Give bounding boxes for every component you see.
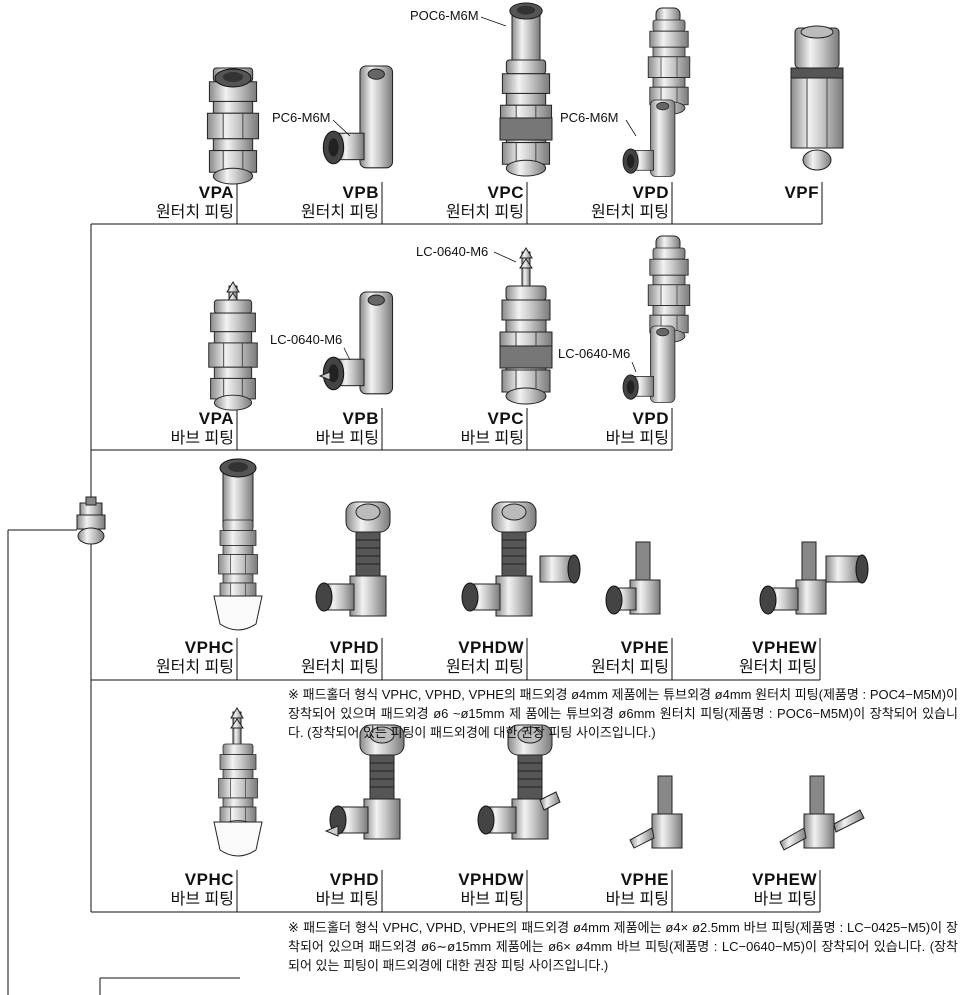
root-holder-icon bbox=[77, 497, 105, 544]
vpc-one-touch-icon bbox=[500, 3, 552, 176]
vpf-one-touch-icon bbox=[791, 26, 843, 170]
vphdw-barb-icon bbox=[478, 725, 560, 839]
vphc-one-touch-icon bbox=[214, 459, 262, 630]
callout-lc-0640-m6-vpd: LC-0640-M6 bbox=[556, 346, 632, 362]
callout-pc6-m6m-vpd: PC6-M6M bbox=[558, 110, 621, 126]
note-barb: ※ 패드홀더 형식 VPHC, VPHD, VPHE의 패드외경 ø4mm 제품… bbox=[288, 918, 958, 975]
vphew-barb-icon bbox=[780, 776, 864, 850]
callout-lc-0640-m6-vpb: LC-0640-M6 bbox=[268, 332, 344, 348]
vphe-one-touch-icon bbox=[606, 542, 660, 614]
vphew-one-touch-icon bbox=[760, 542, 868, 614]
callout-lc-0640-m6-vpc: LC-0640-M6 bbox=[414, 244, 490, 260]
callout-pc6-m6m-vpb: PC6-M6M bbox=[270, 110, 333, 126]
vphc-barb-icon bbox=[214, 708, 262, 856]
vpc-barb-icon bbox=[500, 248, 552, 404]
vphd-barb-icon bbox=[326, 725, 404, 839]
vpb-one-touch-icon bbox=[323, 66, 392, 168]
vpa-barb-icon bbox=[209, 282, 258, 410]
note-one-touch: ※ 패드홀더 형식 VPHC, VPHD, VPHE의 패드외경 ø4mm 제품… bbox=[288, 685, 958, 742]
vphdw-one-touch-icon bbox=[462, 502, 580, 616]
callout-poc6-m6m: POC6-M6M bbox=[408, 8, 481, 24]
vpd-one-touch-icon bbox=[623, 8, 690, 176]
vphe-barb-icon bbox=[630, 776, 682, 848]
vphd-one-touch-icon bbox=[316, 502, 390, 616]
label-vpf: VPF bbox=[695, 183, 819, 203]
vpa-one-touch-icon bbox=[207, 68, 258, 184]
vpd-barb-icon bbox=[623, 236, 690, 402]
